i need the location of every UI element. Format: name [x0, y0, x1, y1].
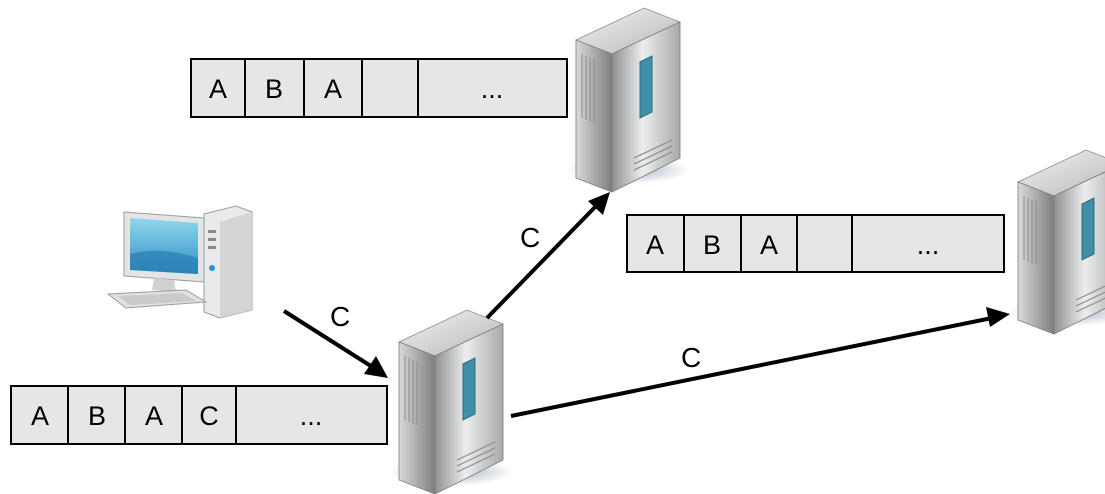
arrow-label-leader-to-top: C: [520, 222, 540, 253]
arrow-leader-to-right: [510, 307, 1010, 418]
log-right-cell-2: B: [703, 230, 721, 260]
log-top: A B A ...: [190, 58, 568, 118]
log-right-cell-3: A: [760, 230, 778, 260]
arrow-label-client-to-leader: C: [330, 301, 350, 332]
log-bottom-box: [10, 385, 388, 445]
arrow-client-to-leader: [282, 309, 388, 378]
log-right-cell-5: ...: [917, 230, 940, 260]
log-bottom-cell-2: B: [88, 401, 106, 431]
log-bottom-cell-1: A: [31, 401, 49, 431]
arrow-label-leader-to-right: C: [681, 342, 701, 373]
log-bottom-cell-3: A: [145, 401, 163, 431]
log-bottom: A B A C ...: [10, 385, 388, 445]
server-tower-icon-leader: [388, 309, 514, 494]
log-top-cell-2: B: [265, 74, 283, 104]
log-top-cell-1: A: [209, 74, 227, 104]
arrow-leader-to-top: [485, 192, 610, 320]
log-top-box: [190, 58, 568, 118]
log-top-cell-3: A: [324, 74, 342, 104]
desktop-computer-icon: [106, 205, 253, 319]
log-bottom-cell-4: C: [199, 401, 219, 431]
log-right-cell-1: A: [646, 230, 664, 260]
server-tower-icon-right: [1007, 149, 1105, 335]
log-right: A B A ...: [626, 214, 1005, 273]
log-right-box: [626, 214, 1005, 273]
log-bottom-cell-5: ...: [300, 401, 323, 431]
server-tower-icon-top: [565, 7, 691, 193]
log-top-cell-5: ...: [481, 74, 504, 104]
